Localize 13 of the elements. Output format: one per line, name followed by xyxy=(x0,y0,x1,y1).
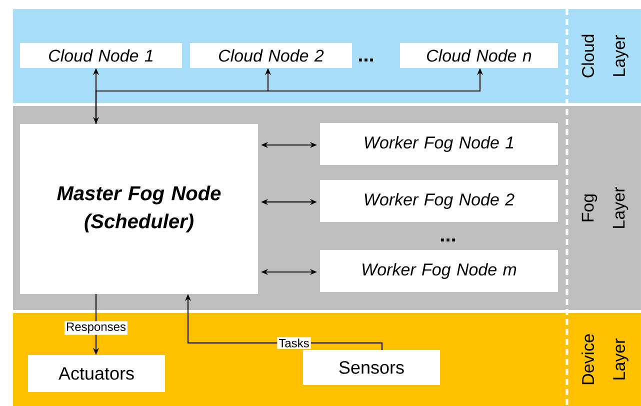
ellipsis: ... xyxy=(441,238,455,242)
cloud-node-box: Cloud Node 1 xyxy=(20,43,182,68)
edge-label: Tasks xyxy=(277,337,311,349)
worker-node-box: Worker Fog Node m xyxy=(320,250,558,292)
device-box: Sensors xyxy=(303,350,440,385)
edge-label: Responses xyxy=(64,321,128,335)
master-node-box: Master Fog Node (Scheduler) xyxy=(20,124,258,294)
worker-node-box: Worker Fog Node 2 xyxy=(320,180,558,222)
cloud-node-box: Cloud Node 2 xyxy=(190,43,352,68)
cloud-node-box: Cloud Node n xyxy=(400,43,558,68)
device-box: Actuators xyxy=(28,354,165,392)
worker-node-box: Worker Fog Node 1 xyxy=(320,123,558,165)
ellipsis: ... xyxy=(359,58,373,62)
